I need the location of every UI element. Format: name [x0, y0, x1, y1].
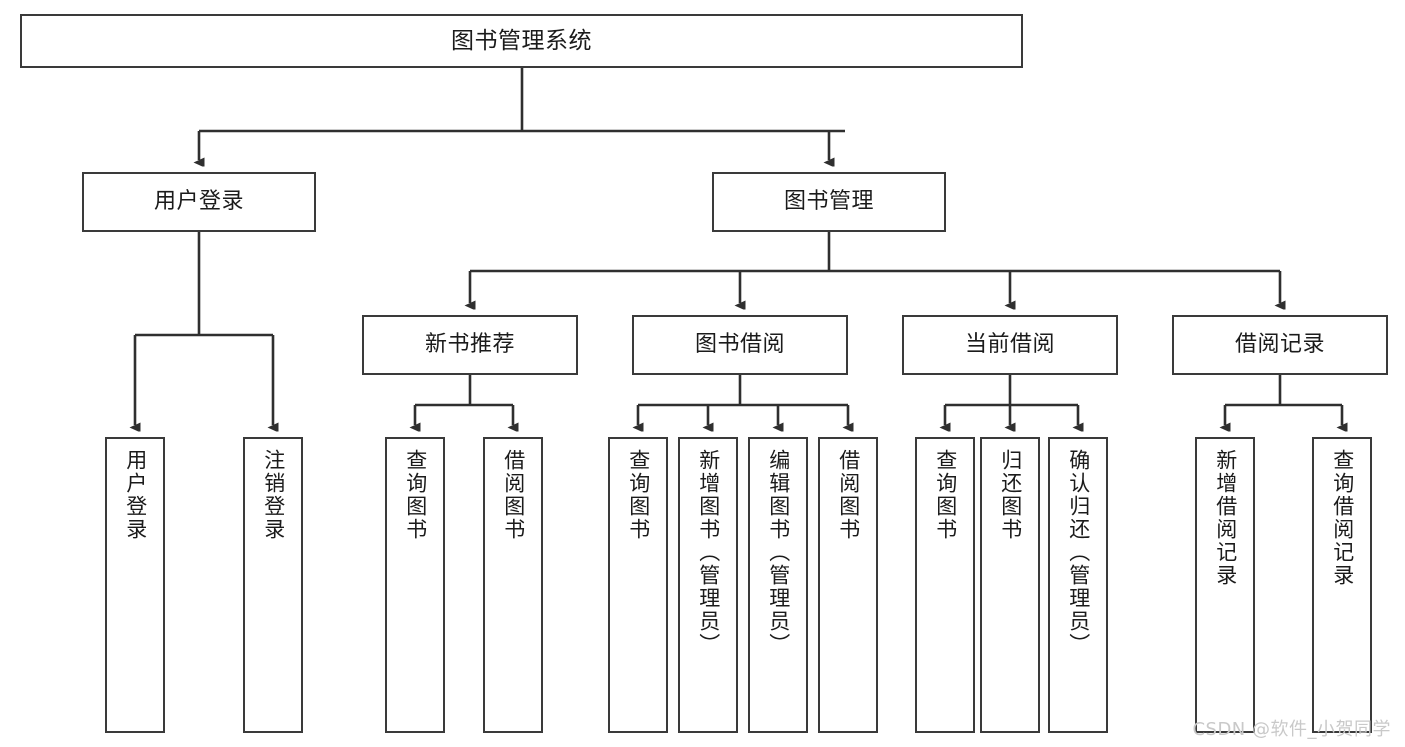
node-root-book-management-system[interactable]: 图书管理系统 [20, 14, 1023, 68]
node-leaf-add-record[interactable]: 新增借阅记录 [1195, 437, 1255, 733]
node-leaf-borrow-book-1[interactable]: 借阅图书 [483, 437, 543, 733]
csdn-watermark: CSDN @软件_小贺同学 [1192, 719, 1391, 740]
node-leaf-logout-login[interactable]: 注销登录 [243, 437, 303, 733]
node-leaf-query-book-1[interactable]: 查询图书 [385, 437, 445, 733]
node-leaf-logout-login-label: 注销登录 [261, 449, 286, 541]
node-leaf-query-record-label: 查询借阅记录 [1330, 449, 1355, 587]
node-current-borrow[interactable]: 当前借阅 [902, 315, 1118, 375]
node-root-label: 图书管理系统 [451, 27, 592, 54]
node-new-book-recommend-label: 新书推荐 [424, 332, 515, 358]
node-borrow-record-label: 借阅记录 [1234, 332, 1325, 358]
node-leaf-confirm-return[interactable]: 确认归还（管理员） [1048, 437, 1108, 733]
node-leaf-return-book-label: 归还图书 [998, 449, 1023, 541]
node-leaf-query-book-3-label: 查询图书 [933, 449, 958, 541]
node-leaf-borrow-book-1-label: 借阅图书 [501, 449, 526, 541]
node-leaf-user-login-label: 用户登录 [123, 449, 148, 541]
node-leaf-edit-book-label: 编辑图书（管理员） [766, 449, 791, 656]
node-leaf-borrow-book-2[interactable]: 借阅图书 [818, 437, 878, 733]
node-user-login-label: 用户登录 [153, 189, 244, 215]
node-leaf-borrow-book-2-label: 借阅图书 [836, 449, 861, 541]
node-leaf-query-book-2-label: 查询图书 [626, 449, 651, 541]
node-leaf-query-record[interactable]: 查询借阅记录 [1312, 437, 1372, 733]
node-user-login[interactable]: 用户登录 [82, 172, 316, 232]
node-leaf-query-book-2[interactable]: 查询图书 [608, 437, 668, 733]
node-leaf-query-book-1-label: 查询图书 [403, 449, 428, 541]
node-leaf-user-login[interactable]: 用户登录 [105, 437, 165, 733]
node-leaf-query-book-3[interactable]: 查询图书 [915, 437, 975, 733]
node-book-borrow[interactable]: 图书借阅 [632, 315, 848, 375]
node-book-management[interactable]: 图书管理 [712, 172, 946, 232]
node-book-borrow-label: 图书借阅 [694, 332, 785, 358]
node-book-management-label: 图书管理 [783, 189, 874, 215]
node-current-borrow-label: 当前借阅 [964, 332, 1055, 358]
node-new-book-recommend[interactable]: 新书推荐 [362, 315, 578, 375]
node-leaf-add-record-label: 新增借阅记录 [1213, 449, 1238, 587]
node-borrow-record[interactable]: 借阅记录 [1172, 315, 1388, 375]
node-leaf-edit-book[interactable]: 编辑图书（管理员） [748, 437, 808, 733]
node-leaf-add-book-label: 新增图书（管理员） [696, 449, 721, 656]
node-leaf-confirm-return-label: 确认归还（管理员） [1066, 449, 1091, 656]
node-leaf-add-book[interactable]: 新增图书（管理员） [678, 437, 738, 733]
node-leaf-return-book[interactable]: 归还图书 [980, 437, 1040, 733]
